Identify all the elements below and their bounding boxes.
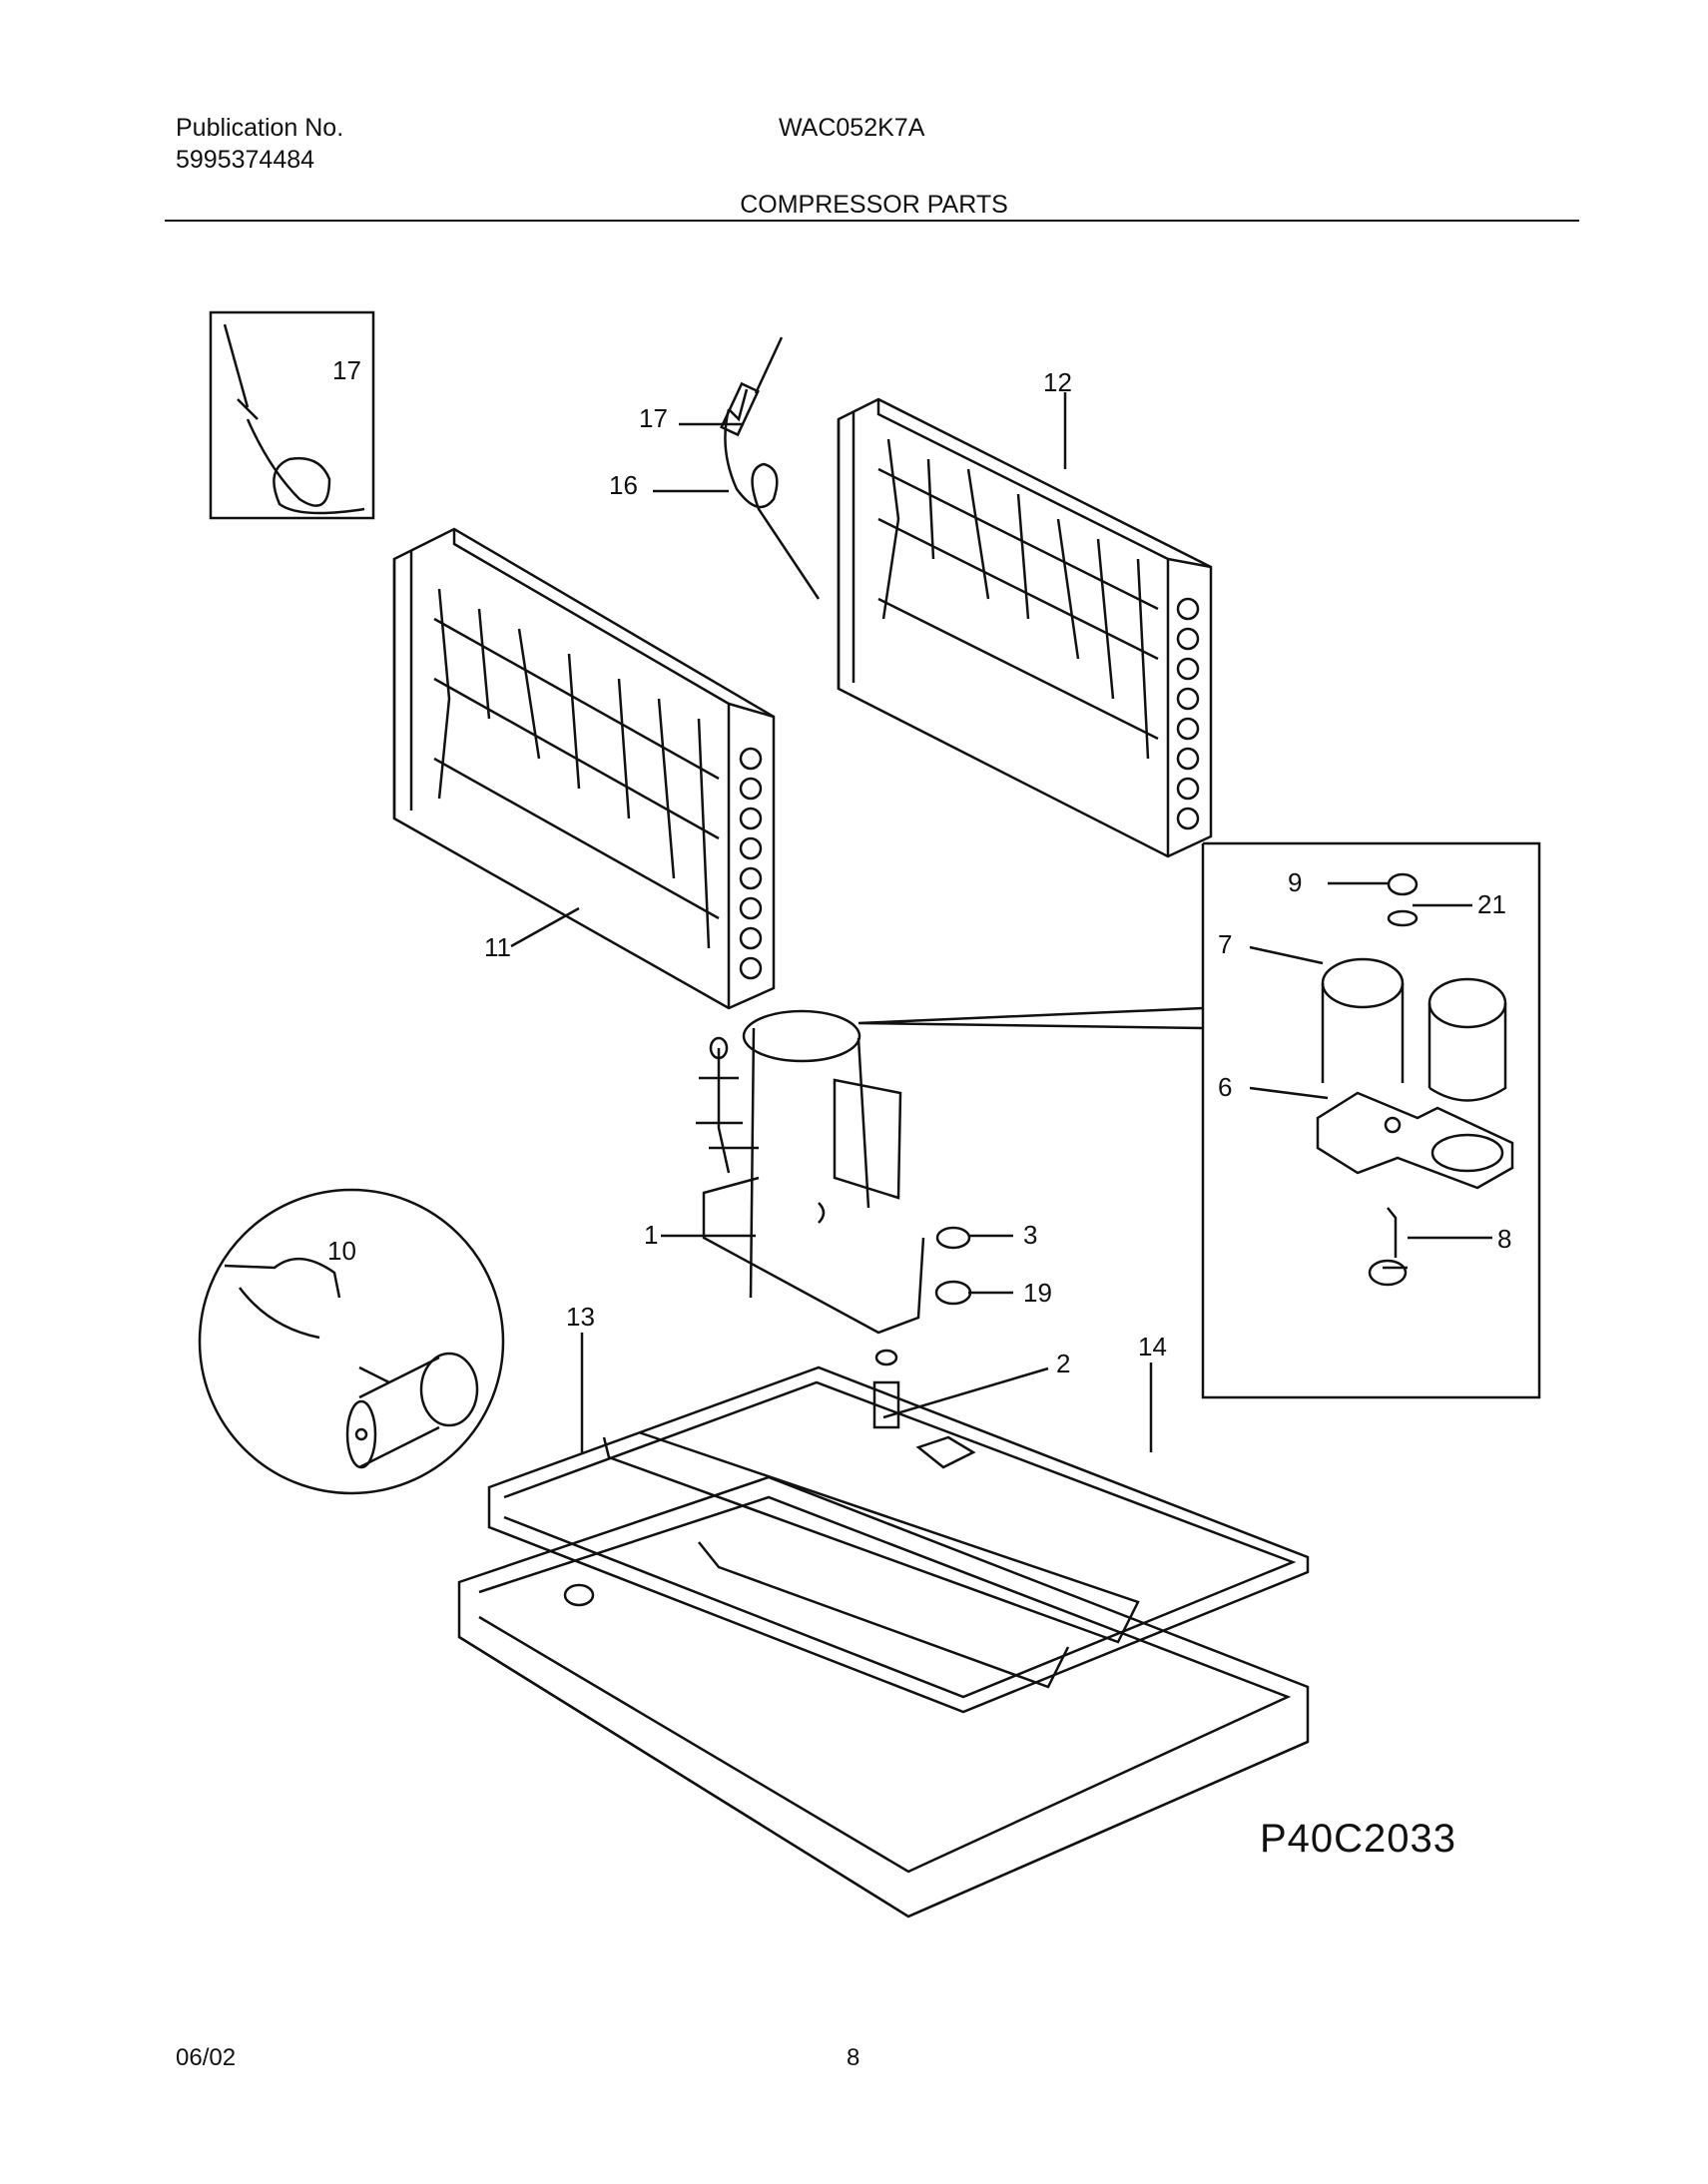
thermistor-sensor-inset	[223, 323, 365, 515]
callout-16: 16	[609, 470, 638, 500]
callout-10: 10	[327, 1236, 356, 1266]
inset-circle-mount	[198, 1188, 505, 1495]
callout-14: 14	[1138, 1332, 1167, 1362]
compressor	[696, 1009, 972, 1429]
capacitor-mount-inset	[224, 1257, 479, 1469]
thermistor-wire	[724, 336, 821, 600]
model-number: WAC052K7A	[779, 114, 925, 142]
inset-leader	[857, 1006, 1204, 1030]
callout-11: 11	[484, 932, 511, 962]
section-title: COMPRESSOR PARTS	[740, 191, 1008, 219]
condenser-coil	[837, 397, 1213, 858]
footer-date: 06/02	[176, 2044, 237, 2071]
callout-6: 6	[1218, 1072, 1232, 1102]
drawing-code: P40C2033	[1260, 1817, 1457, 1861]
publication-label: Publication No.	[176, 114, 344, 142]
callout-19: 19	[1023, 1278, 1052, 1308]
callout-1: 1	[644, 1220, 658, 1250]
callout-labels: 17 17 16 12 11 9 21 7 6 8 10 1 3 19 13 2…	[327, 355, 1511, 1378]
callout-9: 9	[1288, 867, 1302, 897]
callout-3: 3	[1023, 1220, 1037, 1250]
inset-box-thermistor	[209, 310, 375, 520]
publication-number: 5995374484	[176, 146, 315, 174]
callout-8: 8	[1497, 1224, 1511, 1254]
thermistor-bulb	[720, 381, 760, 437]
page-number: 8	[847, 2044, 860, 2071]
callout-7: 7	[1218, 929, 1232, 959]
callout-17-inset: 17	[332, 355, 361, 385]
inset-box-capacitor	[1201, 841, 1541, 1399]
callout-13: 13	[566, 1302, 595, 1332]
base-pan	[457, 1365, 1310, 1918]
header-rule	[165, 220, 1579, 222]
callout-2: 2	[1056, 1349, 1070, 1378]
callout-12: 12	[1043, 367, 1072, 397]
evaporator-coil	[392, 527, 776, 1010]
callout-21: 21	[1477, 889, 1506, 919]
capacitor-assembly	[1316, 872, 1514, 1287]
callout-17: 17	[639, 403, 668, 433]
